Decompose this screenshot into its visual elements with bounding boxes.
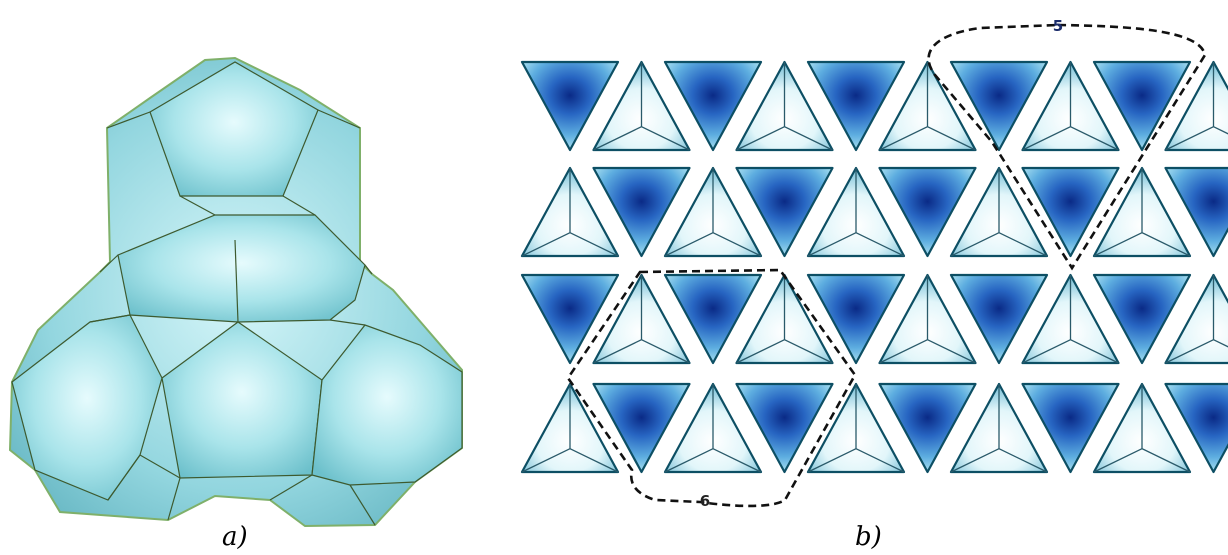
panel-b-caption: b) — [855, 524, 882, 550]
region-5-label: 5 — [1053, 17, 1063, 35]
polyhedra-cluster — [10, 58, 462, 526]
region-6-label: 6 — [700, 492, 710, 510]
triangle-lattice — [522, 62, 1228, 472]
panel-a-caption: a) — [222, 524, 248, 550]
